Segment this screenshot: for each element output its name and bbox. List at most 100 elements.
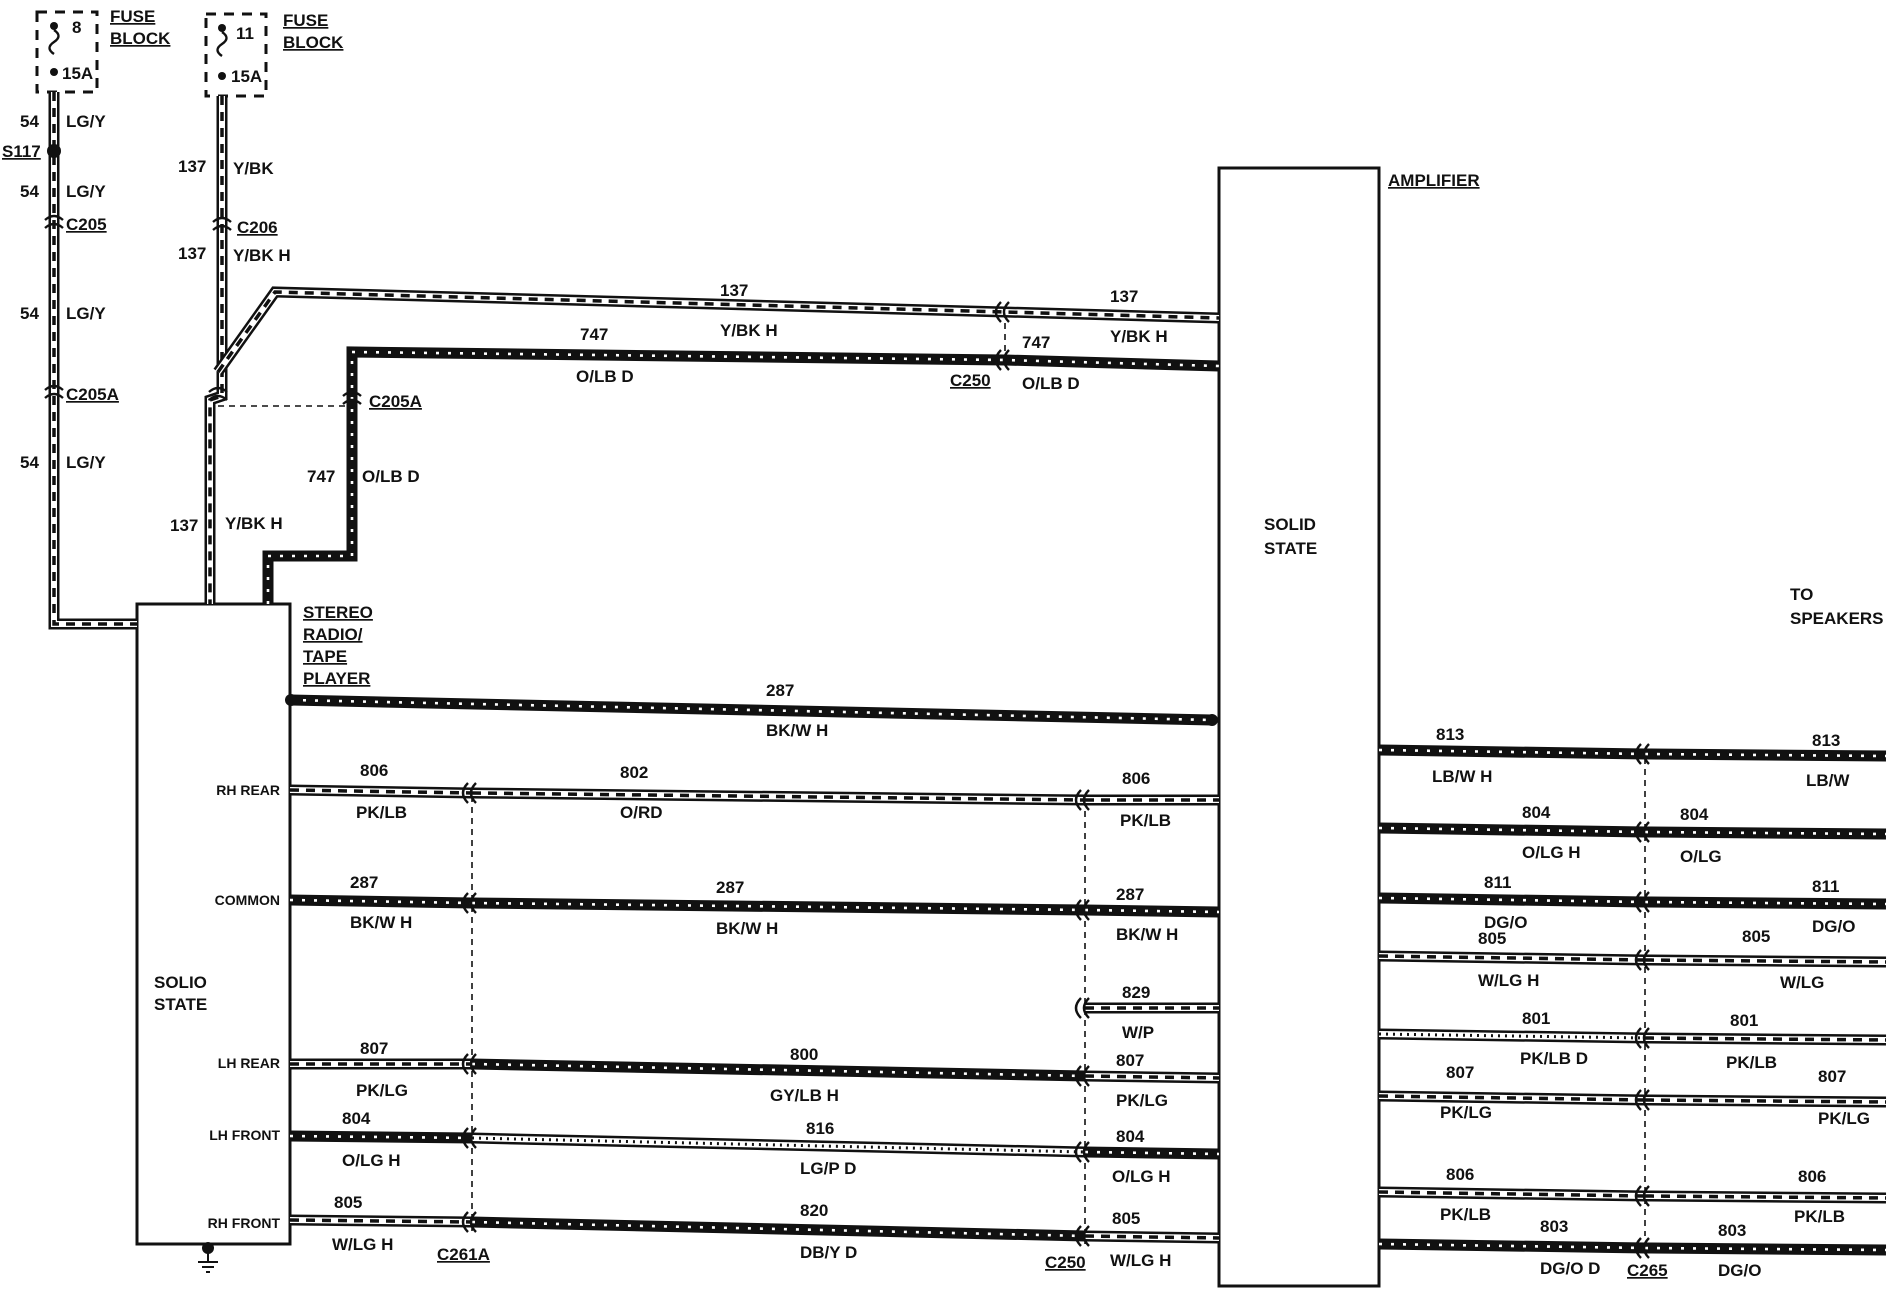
radio-pin-label: COMMON bbox=[215, 892, 280, 908]
connector-icon bbox=[342, 390, 362, 405]
spk-807-speaker-side bbox=[1644, 1094, 1887, 1108]
connector-icon bbox=[994, 301, 1010, 323]
wire-color: PK/LB bbox=[1440, 1205, 1491, 1224]
amplifier-title: AMPLIFIER bbox=[1388, 171, 1480, 190]
connector-icon bbox=[461, 892, 477, 914]
wire-color: O/LG H bbox=[1522, 843, 1581, 862]
rh-front-wire-3 bbox=[1084, 1230, 1220, 1244]
wire-color: LG/Y bbox=[66, 304, 106, 323]
splice-dot bbox=[47, 144, 61, 158]
wire-number: 806 bbox=[360, 761, 388, 780]
junction-dot bbox=[285, 694, 297, 706]
connector-icon bbox=[1634, 1237, 1650, 1259]
wire-number: 805 bbox=[334, 1193, 362, 1212]
wire-color: BK/W H bbox=[350, 913, 412, 932]
wire-number: 807 bbox=[1446, 1063, 1474, 1082]
radio-pin-label: RH REAR bbox=[216, 782, 280, 798]
connector-label: C261A bbox=[437, 1245, 490, 1264]
wire-number: 54 bbox=[20, 112, 39, 131]
lh-front-wire-3 bbox=[1084, 1146, 1220, 1160]
wire-color: PK/LB D bbox=[1520, 1049, 1588, 1068]
spk-805-amp-side bbox=[1378, 950, 1646, 966]
wire-color: PK/LB bbox=[1726, 1053, 1777, 1072]
rh-rear-wire-2 bbox=[471, 787, 1086, 806]
connector-icon bbox=[461, 782, 477, 804]
fuse-number: 11 bbox=[236, 24, 254, 43]
wire-number: 287 bbox=[1116, 885, 1144, 904]
wire-color: O/LG bbox=[1680, 847, 1722, 866]
wire-number: 137 bbox=[1110, 287, 1138, 306]
fuse-rating: 15A bbox=[62, 64, 93, 83]
lh-front-wire-1 bbox=[289, 1130, 473, 1144]
spk-801-speaker-side bbox=[1644, 1032, 1887, 1046]
connector-icon bbox=[1634, 1027, 1650, 1049]
wire-color: PK/LG bbox=[1116, 1091, 1168, 1110]
connector-icon bbox=[1074, 899, 1090, 921]
fuse-block-label: FUSE bbox=[283, 11, 328, 30]
wire-number: 800 bbox=[790, 1045, 818, 1064]
connector-icon bbox=[44, 214, 64, 229]
to-speakers-label: TO bbox=[1790, 585, 1813, 604]
wire-137-labels: 137 Y/BK 137 Y/BK H 137 Y/BK H 137 Y/BK … bbox=[170, 157, 1168, 535]
wire-color: W/LG H bbox=[332, 1235, 393, 1254]
rh-rear-labels: 806 PK/LB 802 O/RD 806 PK/LB bbox=[356, 761, 1171, 830]
wire-747 bbox=[262, 346, 1220, 604]
connector-label: C250 bbox=[950, 371, 991, 390]
fuse-11: 11 15A FUSE BLOCK bbox=[204, 11, 344, 98]
wire-number: 806 bbox=[1122, 769, 1150, 788]
ground-icon bbox=[198, 1242, 218, 1273]
wire-number: 801 bbox=[1522, 1009, 1550, 1028]
wire-color: LB/W bbox=[1806, 771, 1850, 790]
splice-label: S117 bbox=[2, 142, 41, 161]
wire-color: DB/Y D bbox=[800, 1243, 857, 1262]
wire-number: 802 bbox=[620, 763, 648, 782]
rh-front-wire-1 bbox=[289, 1214, 473, 1228]
connector-label: C206 bbox=[237, 218, 278, 237]
wire-color: DG/O bbox=[1718, 1261, 1761, 1280]
wire-number: 803 bbox=[1540, 1217, 1568, 1236]
connector-icon bbox=[1634, 949, 1650, 971]
spk-804-speaker-side bbox=[1644, 826, 1887, 840]
connector-icon bbox=[994, 349, 1010, 371]
wire-color: Y/BK H bbox=[1110, 327, 1168, 346]
lh-rear-labels: 807 PK/LG 800 GY/LB H 807 PK/LG bbox=[356, 1039, 1168, 1110]
connector-label: C205A bbox=[369, 392, 422, 411]
spk-806-amp-side bbox=[1378, 1186, 1646, 1202]
wire-number: 806 bbox=[1446, 1165, 1474, 1184]
wire-color: LB/W H bbox=[1432, 767, 1492, 786]
wire-color: DG/O bbox=[1484, 913, 1527, 932]
wire-number: 54 bbox=[20, 304, 39, 323]
wire-number: 811 bbox=[1812, 877, 1839, 896]
lh-rear-wire-3 bbox=[1084, 1070, 1220, 1084]
wire-color: W/LG H bbox=[1110, 1251, 1171, 1270]
amplifier-body-label: SOLID bbox=[1264, 515, 1316, 534]
radio-title: TAPE bbox=[303, 647, 347, 666]
connector-icon bbox=[1074, 1065, 1090, 1087]
wire-number: 801 bbox=[1730, 1011, 1758, 1030]
wire-color: BK/W H bbox=[1116, 925, 1178, 944]
wire-color: PK/LG bbox=[356, 1081, 408, 1100]
wire-color: LG/P D bbox=[800, 1159, 856, 1178]
connector-icon bbox=[1634, 821, 1650, 843]
wire-829-labels: 829 W/P bbox=[1122, 983, 1154, 1042]
connector-layer bbox=[44, 214, 1650, 1259]
wire-number: 804 bbox=[1522, 803, 1551, 822]
junction-dot bbox=[1206, 714, 1218, 726]
wire-number: 137 bbox=[178, 157, 206, 176]
connector-icon bbox=[461, 1211, 477, 1233]
wire-number: 816 bbox=[806, 1119, 834, 1138]
connector-icon bbox=[208, 386, 228, 401]
wire-number: 287 bbox=[716, 878, 744, 897]
rh-front-wire-2 bbox=[471, 1216, 1086, 1242]
connector-icon bbox=[1634, 891, 1650, 913]
wire-color: PK/LB bbox=[1794, 1207, 1845, 1226]
to-speakers-label: SPEAKERS bbox=[1790, 609, 1884, 628]
wire-137 bbox=[204, 96, 228, 604]
lh-front-wire-2 bbox=[471, 1132, 1086, 1158]
common-labels: 287 BK/W H 287 BK/W H 287 BK/W H bbox=[350, 873, 1178, 944]
wire-color: Y/BK H bbox=[233, 246, 291, 265]
wire-color: LG/Y bbox=[66, 182, 106, 201]
wire-number: 804 bbox=[1116, 1127, 1145, 1146]
radio-pin-label: RH FRONT bbox=[208, 1215, 281, 1231]
